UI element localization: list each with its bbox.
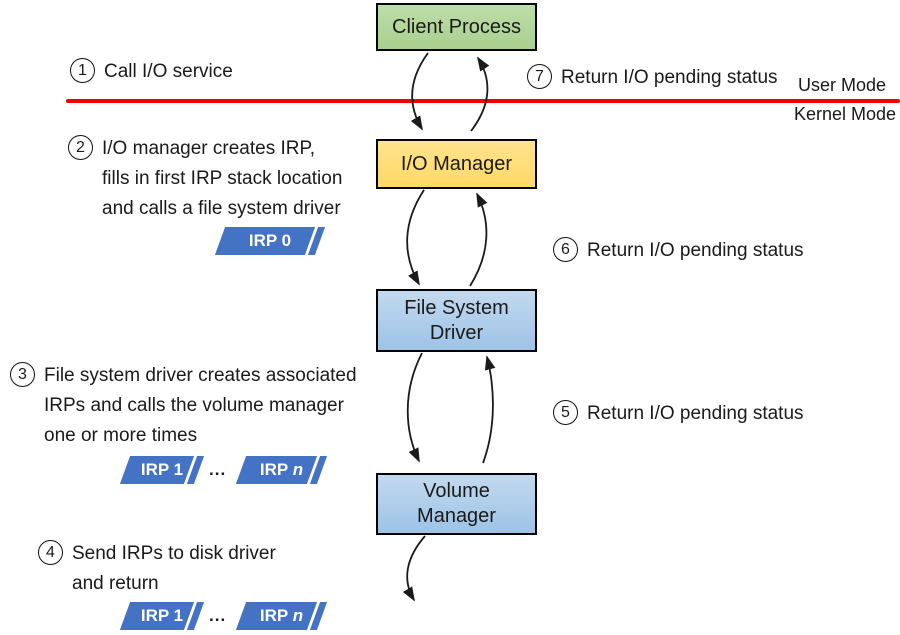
irp-1-shape-row2: IRP 1 bbox=[119, 602, 205, 630]
step-5: 5 Return I/O pending status bbox=[553, 399, 804, 429]
step-6-text: Return I/O pending status bbox=[587, 240, 804, 261]
step-5-text: Return I/O pending status bbox=[587, 403, 804, 424]
arrow-fsd-to-volume-icon bbox=[406, 352, 423, 463]
step-3-number: 3 bbox=[10, 362, 35, 387]
step-3-text: File system driver creates associated IR… bbox=[44, 365, 357, 446]
irp-1-label: IRP 1 bbox=[140, 606, 184, 625]
irp-1-shape-row1: IRP 1 bbox=[119, 456, 205, 484]
irp-n-label: IRP n bbox=[259, 460, 304, 479]
user-kernel-divider bbox=[66, 99, 900, 103]
arrow-iomanager-to-client-icon bbox=[470, 56, 490, 132]
step-1-number: 1 bbox=[70, 58, 95, 83]
irp-0-shape: IRP 0 bbox=[214, 227, 326, 255]
step-4-text: Send IRPs to disk driver and return bbox=[72, 543, 276, 594]
step-7: 7 Return I/O pending status bbox=[527, 63, 778, 93]
step-1-text: Call I/O service bbox=[104, 61, 233, 82]
ellipsis-row1: ... bbox=[209, 460, 227, 479]
arrow-fsd-to-iomanager-icon bbox=[469, 192, 488, 287]
ellipsis-row2: ... bbox=[209, 606, 227, 625]
user-mode-label: User Mode bbox=[797, 75, 886, 95]
step-6: 6 Return I/O pending status bbox=[553, 236, 804, 266]
arrow-volume-to-fsd-icon bbox=[482, 355, 496, 464]
irp-n-shape-row2: IRP n bbox=[235, 602, 328, 630]
step-5-number: 5 bbox=[553, 400, 578, 425]
step-2-text: I/O manager creates IRP, fills in first … bbox=[102, 138, 343, 219]
step-7-number: 7 bbox=[527, 64, 552, 89]
client-process-box: Client Process bbox=[376, 3, 537, 51]
file-system-driver-box: File System Driver bbox=[376, 289, 537, 352]
irp-n-label: IRP n bbox=[259, 606, 304, 625]
arrow-client-to-iomanager-icon bbox=[410, 52, 429, 131]
step-7-text: Return I/O pending status bbox=[561, 67, 778, 88]
irp-0-label: IRP 0 bbox=[248, 231, 292, 250]
step-6-number: 6 bbox=[553, 237, 578, 262]
step-2: 2 I/O manager creates IRP, fills in firs… bbox=[68, 134, 342, 224]
step-4-number: 4 bbox=[38, 540, 63, 565]
irp-n-shape-row1: IRP n bbox=[235, 456, 328, 484]
io-manager-box: I/O Manager bbox=[376, 139, 537, 189]
step-3: 3 File system driver creates associated … bbox=[10, 361, 357, 451]
volume-manager-box: Volume Manager bbox=[376, 473, 537, 535]
step-4: 4 Send IRPs to disk driver and return bbox=[38, 539, 276, 599]
step-1: 1 Call I/O service bbox=[70, 57, 233, 87]
arrow-volume-to-disk-icon bbox=[402, 535, 426, 602]
step-2-number: 2 bbox=[68, 135, 93, 160]
kernel-mode-label: Kernel Mode bbox=[793, 104, 896, 124]
arrow-iomanager-to-fsd-icon bbox=[406, 189, 425, 286]
irp-1-label: IRP 1 bbox=[140, 460, 184, 479]
